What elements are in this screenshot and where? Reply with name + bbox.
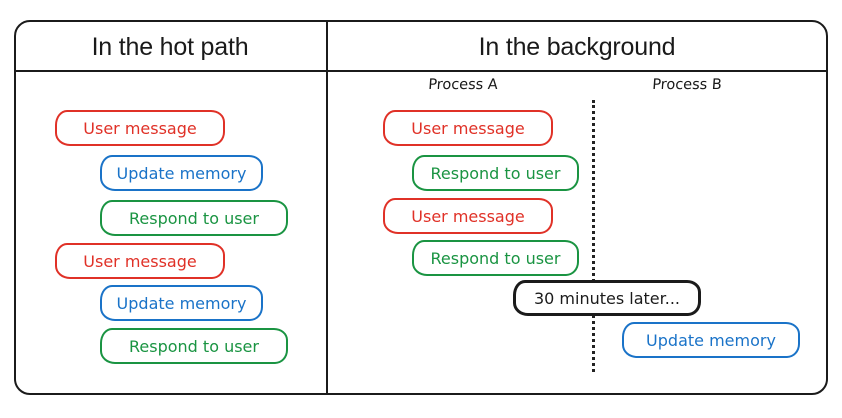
hot-path-node-user-message-1: User message <box>55 110 225 146</box>
header-divider <box>14 70 828 72</box>
process-a-label: Process A <box>427 77 499 93</box>
process-b-label: Process B <box>651 77 723 93</box>
hot-path-node-update-memory-5: Update memory <box>100 285 263 321</box>
hot-path-node-update-memory-2: Update memory <box>100 155 263 191</box>
column-divider <box>326 20 328 395</box>
process-a-node-respond-to-user-4: Respond to user <box>412 240 579 276</box>
hot-path-node-user-message-4: User message <box>55 243 225 279</box>
panel-title-background: In the background <box>478 33 676 61</box>
panel-title-hot-path: In the hot path <box>91 33 249 61</box>
background-annotation-30-minutes-later-1: 30 minutes later... <box>513 280 701 316</box>
process-a-node-respond-to-user-2: Respond to user <box>412 155 579 191</box>
process-a-node-user-message-1: User message <box>383 110 553 146</box>
process-b-node-update-memory-1: Update memory <box>622 322 800 358</box>
hot-path-node-respond-to-user-6: Respond to user <box>100 328 288 364</box>
hot-path-node-respond-to-user-3: Respond to user <box>100 200 288 236</box>
process-separator-dotted-line <box>592 100 595 372</box>
process-a-node-user-message-3: User message <box>383 198 553 234</box>
